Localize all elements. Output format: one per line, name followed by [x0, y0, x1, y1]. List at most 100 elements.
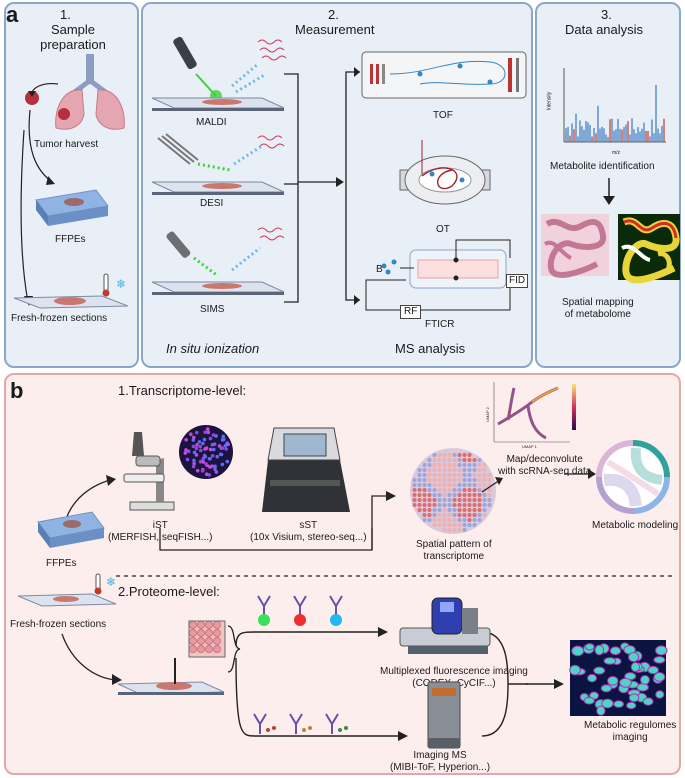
- spot: [432, 518, 437, 522]
- spot: [447, 513, 452, 517]
- regulome-cell: [642, 697, 654, 706]
- spot: [432, 473, 437, 477]
- spot: [412, 478, 417, 482]
- spot: [442, 483, 447, 487]
- spot: [452, 523, 457, 527]
- spot: [462, 528, 467, 532]
- spot: [487, 493, 492, 497]
- spot: [447, 488, 452, 492]
- proteome-zoom-tissue: [188, 620, 226, 658]
- spot: [482, 463, 487, 467]
- proteome-paths: [235, 627, 528, 741]
- spot: [457, 473, 462, 477]
- transcript-dot: [226, 442, 231, 447]
- step-2-number: 2.: [328, 7, 339, 22]
- spot: [432, 488, 437, 492]
- spot: [447, 493, 452, 497]
- fticr-b-label: B: [376, 264, 383, 275]
- spot: [442, 528, 447, 532]
- spot: [422, 493, 427, 497]
- spot: [457, 478, 462, 482]
- sims-gun: [166, 227, 285, 278]
- data-analysis-title: Data analysis: [565, 22, 644, 37]
- spot: [457, 523, 462, 527]
- spot: [417, 473, 422, 477]
- tissue-cell: [197, 637, 205, 645]
- spot: [457, 488, 462, 492]
- spot: [422, 473, 427, 477]
- regulome-cell: [587, 673, 597, 683]
- transcriptome-level-heading: 1.Transcriptome-level:: [118, 383, 247, 398]
- spot: [442, 488, 447, 492]
- transcript-dot: [208, 436, 213, 441]
- spot: [452, 518, 457, 522]
- transcript-dot: [204, 462, 208, 466]
- transcript-dot: [221, 434, 226, 439]
- imaging-ms-label: Imaging MS (MIBI-ToF, Hyperion...): [390, 750, 491, 773]
- desi-sprayer: [157, 133, 285, 172]
- spot: [427, 503, 432, 507]
- spot: [477, 493, 482, 497]
- sims-label: SIMS: [200, 304, 225, 315]
- analyzer-bracket: [345, 67, 360, 305]
- spot: [477, 513, 482, 517]
- spot: [452, 483, 457, 487]
- source-bracket: [284, 73, 299, 303]
- regulome-cell: [607, 675, 619, 686]
- svg-text:❄: ❄: [106, 575, 116, 589]
- spot: [467, 498, 472, 502]
- regulome-cell: [619, 677, 632, 688]
- spot: [477, 463, 482, 467]
- spot: [487, 478, 492, 482]
- regulome-cell: [601, 698, 614, 709]
- transcript-dot: [215, 454, 220, 459]
- spot: [422, 483, 427, 487]
- iST-cell-image: [179, 425, 233, 479]
- spot: [487, 503, 492, 507]
- spot: [412, 503, 417, 507]
- spot: [417, 498, 422, 502]
- desi-slide: [151, 181, 285, 195]
- chord-diagram-icon: [596, 440, 670, 514]
- spot: [442, 518, 447, 522]
- spot: [422, 513, 427, 517]
- spot: [467, 523, 472, 527]
- transcript-dot: [225, 459, 230, 464]
- tissue-cell: [197, 645, 205, 653]
- harvest-arrow: [28, 83, 59, 97]
- spot: [422, 518, 427, 522]
- spot: [447, 453, 452, 457]
- spot: [437, 488, 442, 492]
- regulome-cell: [655, 645, 668, 656]
- spot: [437, 513, 442, 517]
- fresh-frozen-label-b: Fresh-frozen sections: [10, 619, 107, 630]
- spot: [457, 518, 462, 522]
- regulome-cell: [583, 696, 595, 705]
- spot: [472, 508, 477, 512]
- regulome-cell: [640, 674, 650, 685]
- spot: [487, 473, 492, 477]
- spot: [442, 478, 447, 482]
- spot: [452, 478, 457, 482]
- spot: [467, 508, 472, 512]
- spot: [427, 508, 432, 512]
- spot: [447, 528, 452, 532]
- transcript-dot: [207, 456, 212, 461]
- tissue-cell: [197, 621, 205, 629]
- spot: [462, 468, 467, 472]
- spot: [437, 503, 442, 507]
- spot: [482, 478, 487, 482]
- transcript-dot: [208, 465, 212, 469]
- transcript-dot: [195, 443, 199, 447]
- spot: [442, 473, 447, 477]
- transcript-dot: [198, 448, 203, 453]
- spot: [417, 488, 422, 492]
- transcriptome-arrow-2: [564, 469, 596, 479]
- sims-slide: [151, 281, 285, 295]
- spot: [417, 478, 422, 482]
- regulome-cell: [613, 700, 624, 708]
- regulome-cell: [630, 661, 641, 672]
- spot: [467, 463, 472, 467]
- spot: [462, 493, 467, 497]
- rf-label: RF: [400, 305, 422, 319]
